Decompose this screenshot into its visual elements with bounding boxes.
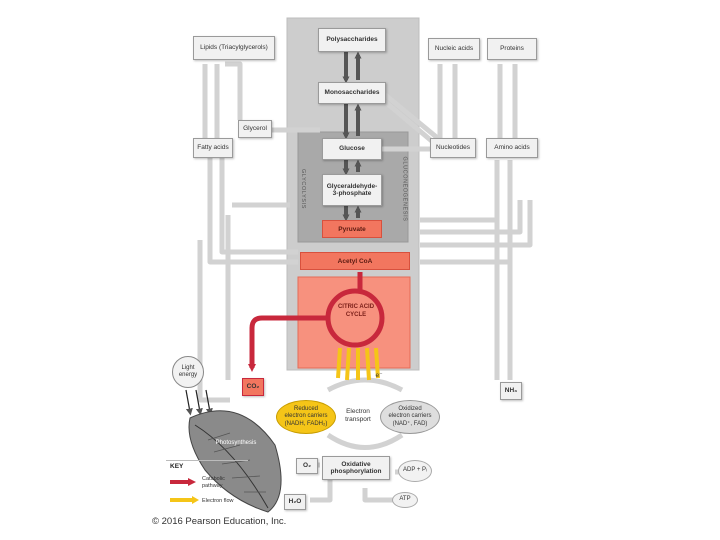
electron-label: e⁻ — [375, 372, 383, 379]
o2-box: O₂ — [296, 458, 318, 474]
gray-arrows — [197, 61, 533, 503]
fatty-acids-box: Fatty acids — [193, 138, 233, 158]
key-electron-label: Electron flow — [202, 498, 234, 504]
copyright-text: © 2016 Pearson Education, Inc. — [152, 516, 287, 527]
h2o-box: H₂O — [284, 494, 306, 510]
proteins-box: Proteins — [487, 38, 537, 60]
acetyl-coa-box: Acetyl CoA — [300, 252, 410, 270]
glycolysis-label: GLYCOLYSIS — [300, 168, 307, 210]
amino-acids-box: Amino acids — [486, 138, 538, 158]
citric-acid-cycle-label: CITRIC ACID CYCLE — [337, 304, 375, 318]
catabolic-arrow — [248, 315, 328, 372]
light-arrows — [185, 389, 213, 416]
pyruvate-box: Pyruvate — [322, 220, 382, 238]
key-panel: KEY Catabolic pathway Electron flow — [166, 460, 248, 511]
oxidative-phosphorylation-box: Oxidative phosphorylation — [322, 456, 390, 480]
nucleic-acids-box: Nucleic acids — [428, 38, 480, 60]
electron-transport-label: Electron transport — [345, 408, 371, 423]
reduced-carriers-oval: Reduced electron carriers (NADH, FADH₂) — [276, 400, 336, 434]
lipids-box: Lipids (Triacylglycerols) — [193, 36, 275, 60]
key-title: KEY — [170, 463, 184, 470]
oxidized-carriers-oval: Oxidized electron carriers (NAD⁺, FAD) — [380, 400, 440, 434]
electron-flow-arrows — [336, 347, 380, 381]
monosaccharides-box: Monosaccharides — [318, 82, 386, 104]
photosynthesis-label: Photosynthesis — [215, 440, 257, 446]
g3p-box: Glyceraldehyde-3-phosphate — [322, 174, 382, 206]
glucose-box: Glucose — [322, 138, 382, 160]
adp-badge: ADP + Pᵢ — [398, 460, 432, 482]
nucleotides-box: Nucleotides — [430, 138, 476, 158]
co2-box: CO₂ — [242, 378, 264, 396]
central-arrows — [342, 51, 362, 222]
atp-badge: ATP — [392, 492, 418, 508]
light-energy-badge: Light energy — [172, 356, 204, 388]
gluconeogenesis-label: GLUCONEOGENESIS — [401, 156, 408, 222]
key-catabolic-label: Catabolic pathway — [202, 476, 225, 489]
polysaccharides-box: Polysaccharides — [318, 28, 386, 52]
leaf-illustration — [188, 410, 282, 513]
glycerol-box: Glycerol — [238, 120, 272, 138]
nh3-box: NH₃ — [500, 382, 522, 400]
